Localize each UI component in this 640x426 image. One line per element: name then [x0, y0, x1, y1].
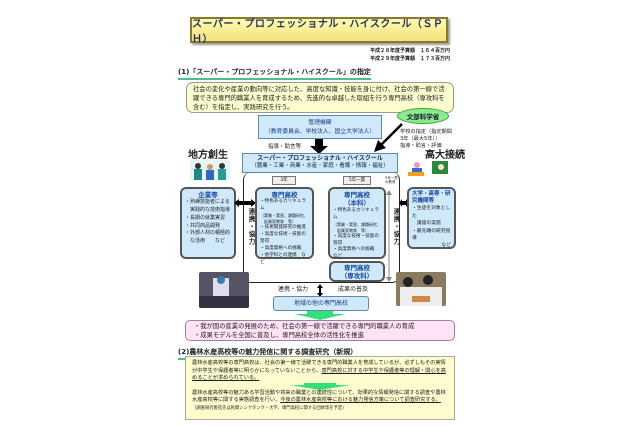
list-item: ・生徒を対象とした [412, 206, 451, 219]
list-item: ・高度資格への挑戦 など [333, 247, 379, 260]
list-item: ・技術開発研究の推進 [260, 225, 306, 231]
three-year-tag: 3年 [272, 176, 296, 185]
research-text-underlined: 専門高校に対する中学生や保護者等の理解・関心を高めることが求められている。 [192, 367, 446, 382]
list-item: ・共同商品開発 [185, 222, 221, 229]
down-arrow-icon [310, 139, 328, 154]
list-item: 起業家教育 等） [260, 219, 296, 225]
list-item: な活用 など [185, 238, 226, 245]
green-arrow-icon [290, 382, 350, 390]
vertical-double-arrow-icon [317, 284, 323, 297]
vertical-double-arrow-icon [386, 190, 392, 282]
cooperation-label-right: 連携・協力 [392, 208, 400, 246]
list-item: 実践的な技術指導 [185, 207, 231, 214]
companies-title: 企業等 [198, 191, 218, 199]
list-item: （実験・実習、課題研究、 [333, 221, 381, 227]
list-item: など [441, 243, 451, 249]
school-title: 専門高校 [344, 191, 370, 199]
list-item: ・熟練技能者による [185, 199, 230, 206]
list-item: ・高度な技術・技能の習得 [333, 233, 379, 246]
mext-note-line: 学校の指定（指定期間 [400, 129, 452, 135]
sph-fields: （農業・工業・商業・水産・家庭・看護・情報・福祉） [251, 163, 389, 170]
management-body-box: 管理機関 （教育委員会、学校法人、国立大学法人） [258, 115, 382, 139]
list-item: （実験・実習、課題研究、 [260, 213, 308, 219]
vocational-school-box: 専門高校 ・特色あるカリキュラム （実験・実習、課題研究、 起業家教育 等） ・… [255, 187, 314, 265]
mext-note-line: 3年（最大5年）） [400, 136, 441, 143]
dissemination-label: 成果の普及 [338, 286, 369, 293]
bottom-cooperation-label: 連携・協力 [278, 286, 309, 293]
vocational-main-course-box: 専門高校 （本科） ・特色あるカリキュラム （実験・実習、課題研究、 起業家教育… [328, 187, 386, 259]
section1-heading: (1)「スーパー・プロフェッショナル・ハイスクール」の指定 [178, 67, 371, 80]
university-box: 大学・高専・研究機関等 ・生徒を対象とした 講座の実施 ・最先端の研究指導 など [407, 187, 456, 249]
research-note: （調査研究委託先は民間シンクタンク・大学、専門高校に関する団体等を予定） [192, 405, 347, 411]
mext-ellipse: 文部科学省 [397, 108, 449, 124]
list-item: 講座の実施 [412, 221, 441, 227]
management-title: 管理機関 [308, 120, 332, 126]
list-item: ・特色あるカリキュラム [260, 199, 306, 212]
budget-fy28: 平成２８年度予算額 １６４百万円 [369, 48, 450, 54]
research-text: 農林水産高校等の専門高校は、社会の第一線で活躍できる専門的職業人を育成しているが… [192, 360, 446, 374]
diagonal-arrow-icon [374, 123, 403, 152]
list-item: ・外部人材の積極的 [185, 230, 231, 237]
outcome-item: ・成果モデルを全国に普及し、専門高校全体の活性化を推進 [194, 331, 365, 339]
list-item: 起業家教育 等） [333, 227, 369, 233]
people-illustration-icon [190, 160, 230, 180]
students-illustration-icon [408, 161, 448, 176]
sph-box: スーパー・プロフェッショナル・ハイスクール （農業・工業・商業・水産・家庭・看護… [242, 153, 398, 173]
research-box: 農林水産高校等の専門高校は、社会の第一線で活躍できる専門的職業人を育成しているが… [185, 356, 455, 420]
guidance-label: 指導・助言等 [268, 144, 302, 150]
cooperation-label-left: 連携・協力 [247, 208, 255, 246]
list-item: ・特色あるカリキュラム [333, 207, 379, 220]
list-item: ・長期の就業実習 [185, 214, 226, 221]
workshop-photo [199, 272, 249, 308]
double-arrow-icon [234, 199, 256, 207]
double-arrow-icon [399, 199, 409, 207]
hs-univ-label: 高大接続 [425, 150, 465, 161]
research-text: 農林水産高校等の魅力ある学習活動や将来の職業との連続性について、効果的な情報発信… [192, 389, 446, 404]
advanced-course-box: 専門高校 （専攻科） [329, 261, 385, 282]
budget-fy29: 平成２９年度予算額 １７３百万円 [369, 56, 450, 62]
list-item: ・他学科との連携 など [260, 252, 306, 265]
school-title: 専門高校 [344, 264, 370, 272]
companies-box: 企業等 ・熟練技能者による 実践的な技術指導 ・長期の就業実習 ・共同商品開発 … [180, 187, 236, 259]
school-subtitle: （本科） [344, 199, 370, 208]
sph-title: スーパー・プロフェッショナル・ハイスクール [257, 155, 383, 162]
green-arrow-icon [295, 311, 345, 320]
other-schools-box: 地域の他の専門高校 [273, 296, 369, 311]
intro-box: 社会の変化や産業の動向等に対応した、高度な知識・技能を身に付け、社会の第一線で活… [186, 82, 454, 113]
list-item: ・高度資格への挑戦 [260, 245, 302, 251]
sph-outline [243, 172, 400, 283]
school-title: 専門高校 [271, 191, 298, 199]
list-item: ・高度な技術・技能の習得 [260, 232, 306, 244]
five-year-side-label: 5年一貫の教育 [385, 176, 398, 185]
list-item: ・最先端の研究指導 [412, 228, 451, 241]
university-title: 大学・高専・研究機関等 [412, 191, 451, 205]
regional-label: 地方創生 [188, 150, 228, 161]
mext-note-line: 指導・助言・評価 [400, 143, 442, 150]
outcome-item: ・我が国の産業の発展のため、社会の第一線で活躍できる専門的職業人の育成 [194, 323, 415, 330]
mext-note: 学校の指定（指定期間 3年（最大5年）） 指導・助言・評価 [400, 129, 452, 150]
page-title: スーパー・プロフェッショナル・ハイスクール（ＳＰＨ） [190, 17, 448, 45]
outcomes-box: ・我が国の産業の発展のため、社会の第一線で活躍できる専門的職業人の育成 ・成果モ… [185, 320, 455, 341]
classroom-photo [396, 272, 446, 306]
management-detail: （教育委員会、学校法人、国立大学法人） [264, 128, 376, 135]
five-year-tag: 5年一貫 [343, 176, 371, 185]
research-text-underlined: 今後の農林水産高校等における魅力発信方策について調査研究する。 [280, 397, 441, 404]
school-subtitle: （専攻科） [340, 272, 374, 281]
